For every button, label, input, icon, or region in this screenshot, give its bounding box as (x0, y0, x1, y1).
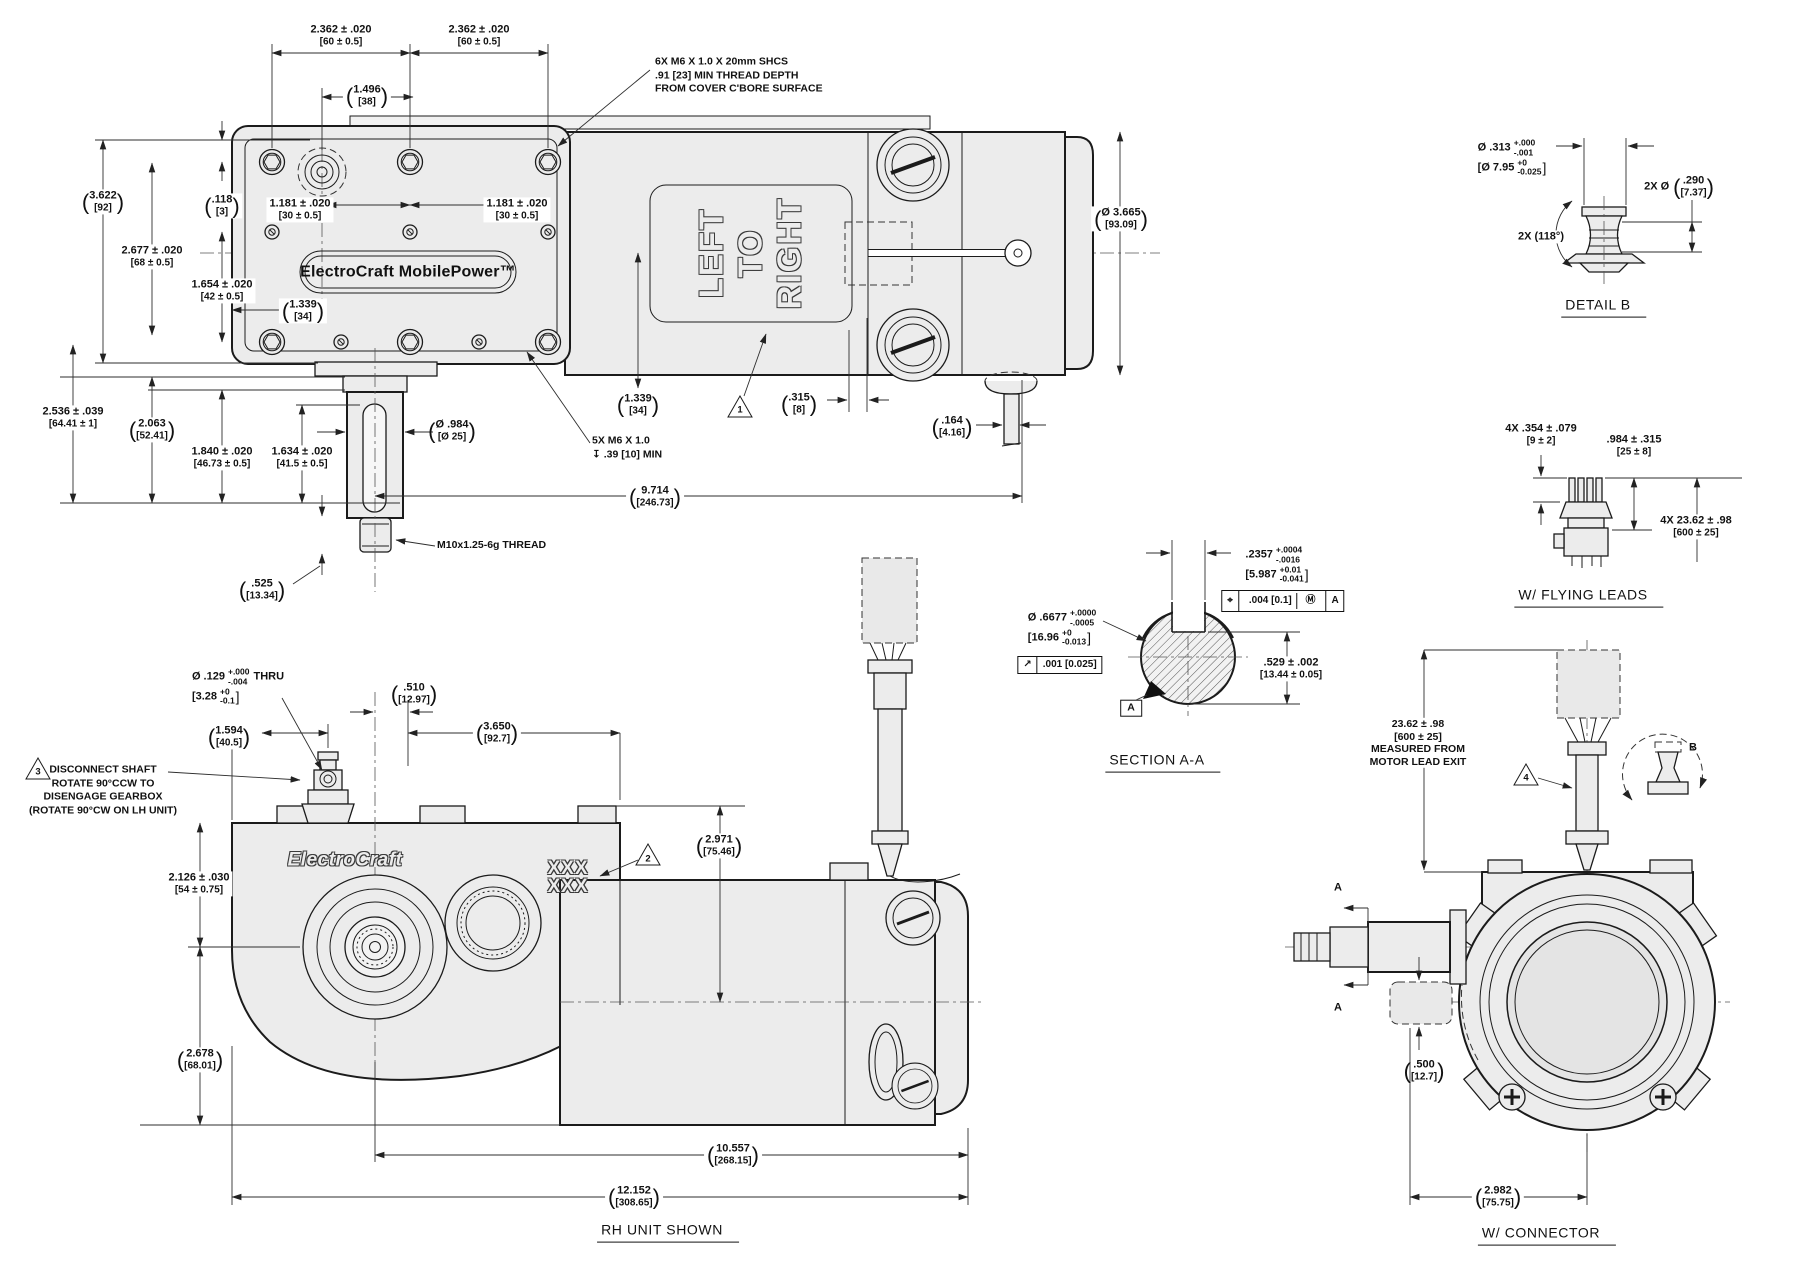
dim-fl-984: .984 ± .315[25 ± 8] (1606, 433, 1662, 458)
section-letter-a-top: A (1334, 881, 1342, 894)
dim-315: .315[8] (781, 391, 817, 416)
heading-section-aa: SECTION A-A (1105, 751, 1221, 773)
flag-1: 1 (737, 404, 743, 416)
dim-529: .529 ± .002[13.44 ± 0.05] (1256, 656, 1326, 682)
dim-2362-left: 2.362 ± .020[60 ± 0.5] (310, 23, 372, 48)
top-view-dimensions (60, 44, 1124, 585)
dim-2677: 2.677 ± .020[68 ± 0.5] (118, 244, 186, 270)
dim-1840: 1.840 ± .020[46.73 ± 0.5] (188, 445, 256, 471)
note-shcs: 6X M6 X 1.0 X 20mm SHCS .91 [23] MIN THR… (655, 55, 823, 95)
dim-510: .510[12.97] (391, 681, 437, 706)
dim-3650: 3.650[92.7] (472, 720, 522, 746)
section-letter-a-bottom: A (1334, 1001, 1342, 1014)
dim-2362-right: 2.362 ± .020[60 ± 0.5] (448, 23, 510, 48)
heading-detail-b: DETAIL B (1561, 296, 1647, 318)
dim-2536: 2.536 ± .039[64.41 ± 1] (39, 405, 107, 431)
dim-cv-2362: 23.62 ± .98 [600 ± 25] MEASURED FROM MOT… (1366, 717, 1470, 769)
flag-3: 3 (35, 766, 41, 778)
left-to-right-engraving: LEFT TO RIGHT (692, 196, 808, 310)
note-m10-thread: M10x1.25-6g THREAD (437, 539, 547, 552)
cover-badge: ElectroCraft MobilePower™ (300, 263, 516, 281)
flag-4: 4 (1523, 772, 1529, 784)
dim-detail-b-290: 2X Ø .290[7.37] (1644, 174, 1714, 199)
dim-shaft-dia: Ø .6677 +.0000-.0005 [16.96 +0-0.013 ] (1027, 607, 1097, 647)
dim-3622: 3.622[92] (78, 189, 128, 215)
dim-fl-354: 4X .354 ± .079[9 ± 2] (1505, 422, 1577, 447)
bottom-view-dimensions (25, 697, 969, 1205)
flag-2: 2 (645, 853, 651, 865)
dim-fl-2362: 4X 23.62 ± .98[600 ± 25] (1657, 514, 1735, 540)
heading-flying-leads: W/ FLYING LEADS (1514, 586, 1664, 608)
heading-connector: W/ CONNECTOR (1477, 1224, 1617, 1246)
note-5x-m6: 5X M6 X 1.0 ↧ .39 [10] MIN (592, 434, 663, 460)
note-disconnect: DISCONNECT SHAFT ROTATE 90°CCW TO DISENG… (29, 763, 177, 817)
dim-2126: 2.126 ± .030[54 ± 0.75] (165, 871, 233, 897)
dim-164: .164[4.16] (932, 414, 973, 439)
dim-984-shaft: Ø .984[Ø 25] (428, 418, 476, 443)
heading-rh-unit: RH UNIT SHOWN (597, 1221, 739, 1243)
runout-tolerance-frame: ↗ .001 [0.025] (1017, 656, 1103, 674)
dim-1496: 1.496[38] (342, 83, 392, 109)
datum-a-box: A (1120, 699, 1142, 717)
dim-2971: 2.971[75.46] (692, 833, 746, 859)
connector-view-linework (1285, 640, 1730, 1205)
dim-detail-b-dia: Ø .313 +.000-.001 [Ø 7.95 +0-0.025 ] (1477, 137, 1547, 177)
dim-keyway: .2357 +.0004-.0016 [5.987 +0.01-0.041 ] (1245, 544, 1309, 584)
dim-1634: 1.634 ± .020[41.5 ± 0.5] (268, 445, 336, 471)
rotation-letter-b: B (1689, 741, 1697, 754)
flying-leads-linework (1533, 455, 1742, 568)
top-view-linework (200, 115, 1160, 592)
dim-thru-hole: Ø .129 +.000-.004 THRU [3.28 +0-0.1 ] (191, 666, 285, 706)
section-aa-linework (1102, 540, 1300, 716)
dim-detail-b-angle: 2X (118°) (1515, 230, 1567, 244)
dim-9714: 9.714[246.73] (626, 484, 684, 510)
dim-1339-left: 1.339[34] (278, 298, 328, 324)
dim-525: .525[13.34] (239, 577, 285, 602)
dim-10557: 10.557[268.15] (704, 1142, 762, 1168)
dim-1181-left: 1.181 ± .020[30 ± 0.5] (266, 197, 334, 223)
dim-118: .118[3] (201, 193, 243, 219)
dim-1339-right: 1.339[34] (613, 392, 663, 418)
dim-2678: 2.678[68.01] (173, 1047, 227, 1073)
dim-cv-500: .500[12.7] (1404, 1058, 1445, 1083)
dim-12152: 12.152[308.65] (605, 1184, 663, 1210)
position-tolerance-frame: ⌖ .004 [0.1] Ⓜ A (1221, 590, 1345, 612)
dim-1594: 1.594[40.5] (204, 724, 254, 750)
dim-cv-2982: 2.982[75.75] (1471, 1184, 1525, 1210)
electrocraft-logo: ElectroCraft (287, 849, 403, 871)
bottom-view-linework (231, 557, 985, 1126)
dim-1181-right: 1.181 ± .020[30 ± 0.5] (483, 197, 551, 223)
dim-1654: 1.654 ± .020[42 ± 0.5] (188, 278, 256, 304)
serial-placeholder: XXX XXX (547, 857, 589, 897)
dim-2063: 2.063[52.41] (125, 417, 179, 443)
dim-3665: Ø 3.665[93.09] (1091, 206, 1151, 232)
detail-b-linework (1555, 138, 1702, 284)
